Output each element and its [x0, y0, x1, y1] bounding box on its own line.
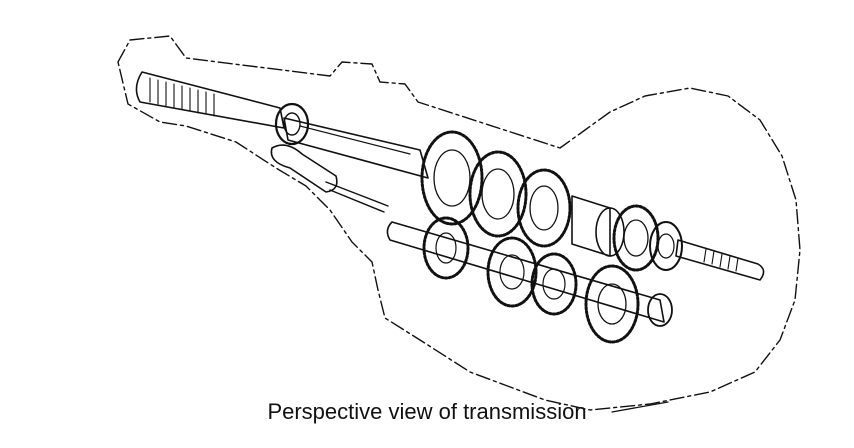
- main-gear-3: [516, 168, 572, 248]
- caption-leader-line: [611, 401, 669, 413]
- output-shaft: [675, 239, 765, 281]
- main-gear-1: [420, 130, 484, 226]
- countershaft-end-hub: [647, 293, 673, 327]
- shift-fork: [270, 144, 389, 213]
- input-shaft-collar: [274, 102, 310, 146]
- transmission-housing-outline: [117, 35, 801, 411]
- counter-gear-3: [530, 252, 578, 316]
- counter-gear-1: [422, 216, 470, 280]
- figure-caption: Perspective view of transmission: [267, 399, 587, 424]
- counter-gear-4: [584, 264, 640, 344]
- output-bearing: [649, 221, 683, 271]
- main-gear-2: [468, 150, 528, 238]
- counter-gear-2: [486, 236, 538, 308]
- countershaft: [386, 216, 673, 344]
- main-gear-4: [612, 204, 660, 272]
- main-shaft-gears: [420, 130, 683, 272]
